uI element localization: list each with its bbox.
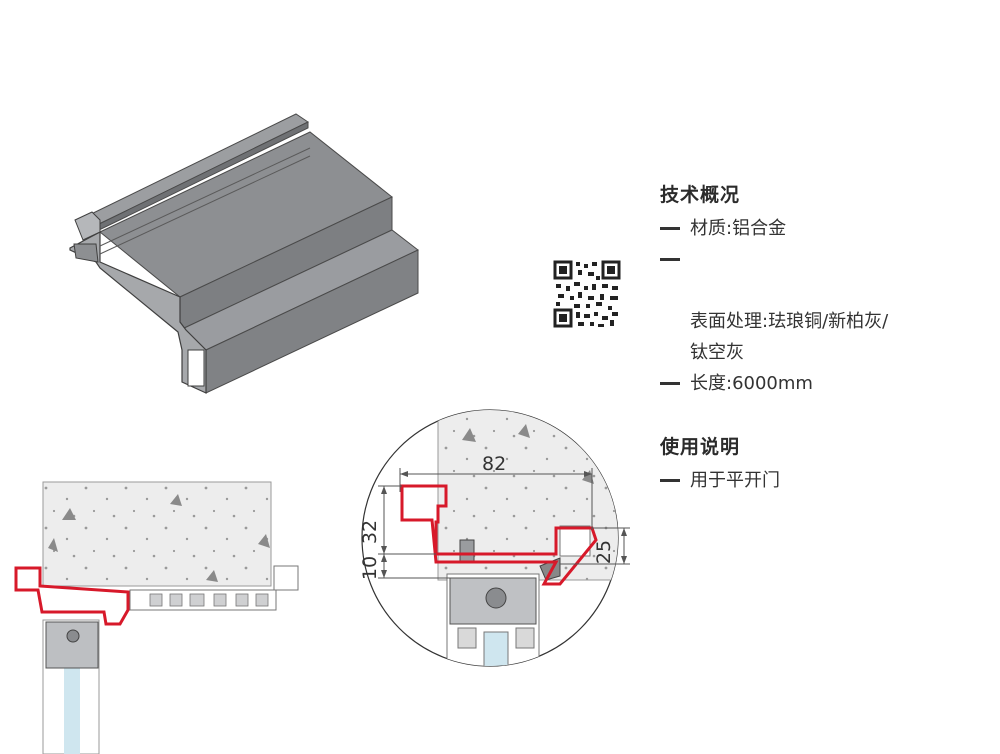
usage-title: 使用说明	[660, 436, 741, 458]
bullet-dash	[660, 382, 680, 385]
qr-code[interactable]	[553, 260, 621, 328]
bullet-dash	[660, 258, 680, 261]
spec-item-text: 材质:铝合金	[690, 218, 787, 239]
spec-item-finish: 表面处理:珐琅铜/新柏灰/ 钛空灰	[660, 244, 980, 368]
spec-item-text: 长度:6000mm	[690, 373, 813, 394]
dim-height-top-label: 32	[359, 520, 381, 544]
usage-item: 用于平开门	[660, 465, 980, 496]
spec-item-text: 表面处理:珐琅铜/新柏灰/ 钛空灰	[690, 311, 889, 363]
technical-overview-title: 技术概况	[660, 184, 741, 206]
spec-item-material: 材质:铝合金	[660, 213, 980, 244]
bullet-dash	[660, 479, 680, 482]
technical-overview: 技术概况 材质:铝合金 表面处理:珐琅铜/新柏灰/ 钛空灰 长度:6000mm	[660, 180, 980, 399]
section-view	[14, 481, 299, 754]
bullet-dash	[660, 227, 680, 230]
dim-height-bottom-label: 10	[359, 556, 381, 580]
usage-instructions: 使用说明 用于平开门	[660, 432, 980, 496]
usage-item-text: 用于平开门	[690, 470, 780, 491]
spec-item-length: 长度:6000mm	[660, 368, 980, 399]
profile-3d-render	[69, 113, 419, 394]
detail-view: 82 32 10 25	[359, 409, 630, 667]
dim-height-right-label: 25	[593, 540, 615, 564]
dim-width-label: 82	[482, 453, 506, 475]
